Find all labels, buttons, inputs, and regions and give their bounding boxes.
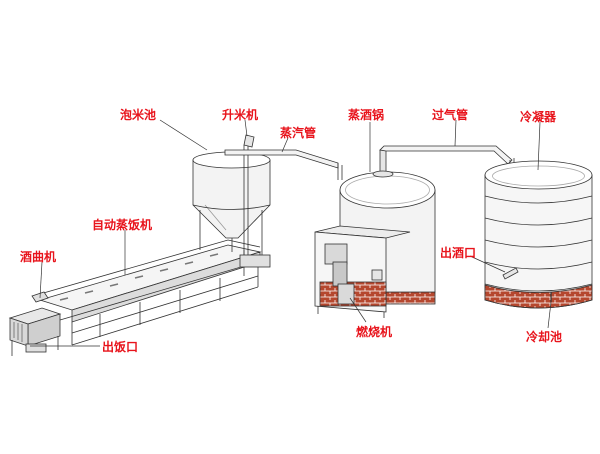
label-burner: 燃烧机 bbox=[356, 325, 393, 339]
steam-pipe-drawing bbox=[224, 149, 343, 180]
condenser bbox=[484, 160, 593, 309]
label-auto-steamer: 自动蒸饭机 bbox=[92, 218, 153, 232]
label-wine-outlet: 出酒口 bbox=[440, 246, 477, 260]
auto-steamer bbox=[38, 239, 262, 346]
koji-machine bbox=[8, 291, 62, 356]
rice-lift bbox=[239, 134, 271, 268]
burner-unit bbox=[314, 225, 411, 318]
label-steam-pipe: 蒸汽管 bbox=[280, 126, 317, 140]
label-soak-pool: 泡米池 bbox=[120, 108, 157, 122]
leader-lines bbox=[30, 119, 552, 347]
label-condenser: 冷凝器 bbox=[520, 110, 557, 124]
label-rice-outlet: 出饭口 bbox=[102, 340, 139, 354]
soak-tank bbox=[192, 151, 271, 265]
label-koji-machine: 酒曲机 bbox=[20, 250, 57, 264]
label-rice-lift: 升米机 bbox=[222, 108, 259, 122]
label-distill-pot: 蒸酒锅 bbox=[348, 108, 385, 122]
label-vapor-pipe: 过气管 bbox=[432, 108, 469, 122]
label-cooling-pool: 冷却池 bbox=[526, 330, 563, 344]
